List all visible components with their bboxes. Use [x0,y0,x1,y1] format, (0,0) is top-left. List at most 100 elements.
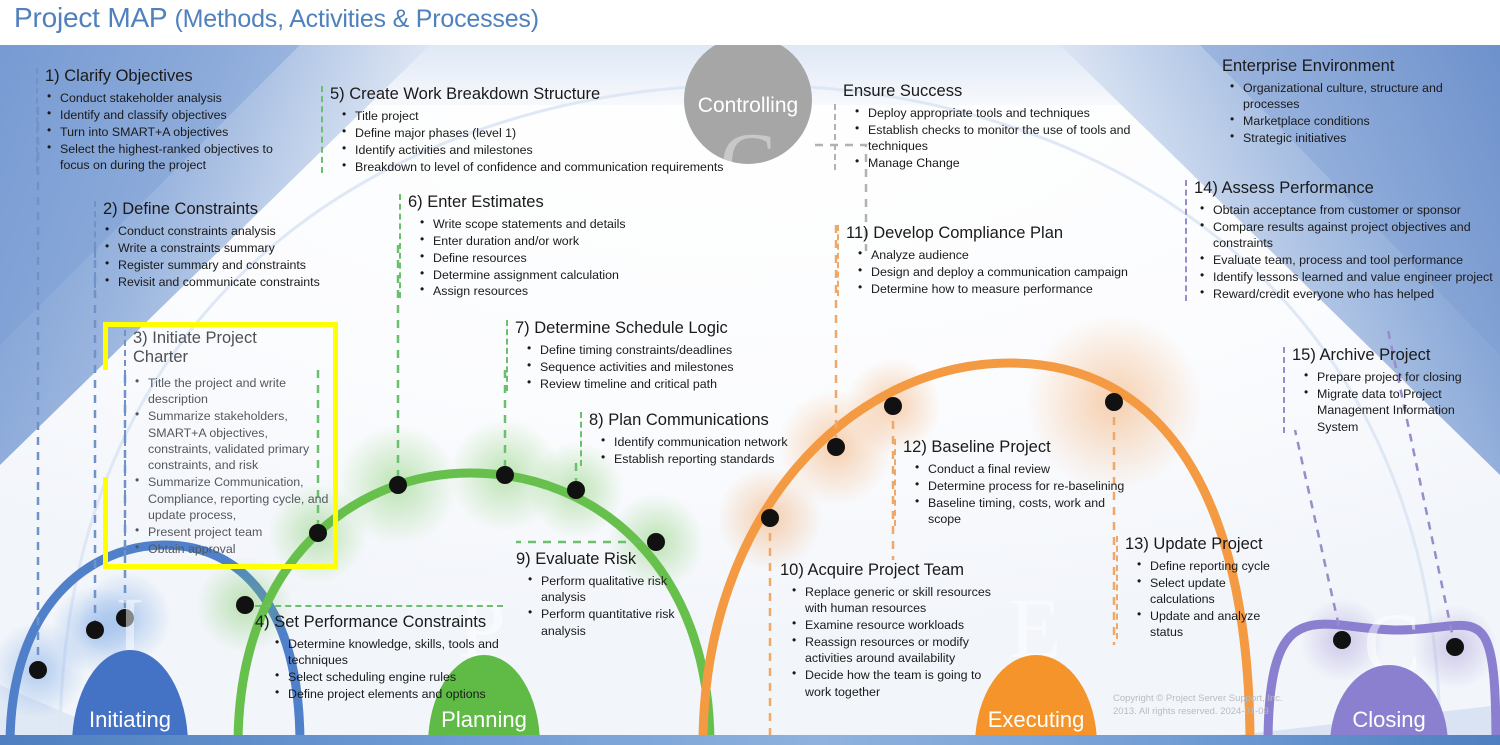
block-title: 9) Evaluate Risk [516,550,637,568]
list-item: Identify and classify objectives [45,106,305,123]
list-item: Select scheduling engine rules [273,668,505,685]
list-item: Determine how to measure performance [856,280,1146,297]
page-title-main: Project MAP [14,2,175,33]
list-item: Sequence activities and milestones [525,358,815,375]
block-items: Define timing constraints/deadlines Sequ… [525,341,815,392]
block-enterprise-environment[interactable]: Enterprise Environment Organizational cu… [1222,57,1472,147]
phase-executing[interactable]: Executing [975,655,1097,745]
block-clarify-objectives[interactable]: 1) Clarify Objectives Conduct stakeholde… [36,67,305,174]
block-create-work-breakdown-structure[interactable]: 5) Create Work Breakdown Structure Title… [321,85,740,175]
copyright-notice: Copyright © Project Server Support, Inc.… [1113,693,1283,717]
list-item: Revisit and communicate constraints [103,273,338,290]
block-items: Conduct stakeholder analysis Identify an… [45,89,305,173]
list-item: Define reporting cycle [1135,557,1285,574]
list-item: Migrate data to Project Management Infor… [1302,385,1492,435]
list-item: Reassign resources or modify activities … [790,633,995,667]
list-item: Design and deploy a communication campai… [856,263,1146,280]
block-items: Analyze audience Design and deploy a com… [856,246,1146,297]
block-update-project[interactable]: 13) Update Project Define reporting cycl… [1116,535,1285,641]
block-set-performance-constraints[interactable]: 4) Set Performance Constraints Determine… [255,605,505,703]
list-item: Examine resource workloads [790,616,995,633]
list-item: Define timing constraints/deadlines [525,341,815,358]
milestone-dot-10 [761,509,779,527]
list-item: Register summary and constraints [103,256,338,273]
list-item: Reward/credit everyone who has helped [1198,285,1494,302]
block-develop-compliance-plan[interactable]: 11) Develop Compliance Plan Analyze audi… [837,224,1146,298]
phase-planning-label: Planning [441,707,527,732]
block-title: 15) Archive Project [1292,346,1431,364]
block-determine-schedule-logic[interactable]: 7) Determine Schedule Logic Define timin… [506,319,815,393]
list-item: Evaluate team, process and tool performa… [1198,251,1494,268]
block-items: Determine knowledge, skills, tools and t… [273,635,505,703]
list-item: Title project [340,107,740,124]
edge-marker [124,330,126,556]
edge-marker [580,412,582,466]
list-item: Define project elements and options [273,685,505,702]
edge-marker [1283,347,1285,434]
list-item: Identify lessons learned and value engin… [1198,268,1494,285]
block-enter-estimates[interactable]: 6) Enter Estimates Write scope statement… [399,193,748,300]
edge-marker [837,225,839,296]
list-item: Determine assignment calculation [418,266,748,283]
footer-strip [0,735,1500,745]
block-items: Title project Define major phases (level… [340,107,740,175]
block-baseline-project[interactable]: 12) Baseline Project Conduct a final rev… [894,438,1128,528]
edge-marker [506,320,508,391]
arc-closing [1263,329,1500,745]
block-define-constraints[interactable]: 2) Define Constraints Conduct constraint… [94,200,338,290]
list-item: Write a constraints summary [103,239,338,256]
milestone-dot-1 [29,661,47,679]
list-item: Define major phases (level 1) [340,124,740,141]
list-item: Summarize stakeholders, SMART+A objectiv… [133,407,331,474]
block-items: Deploy appropriate tools and techniques … [853,104,1143,172]
block-title: 11) Develop Compliance Plan [846,224,1064,242]
block-assess-performance[interactable]: 14) Assess Performance Obtain acceptance… [1185,179,1494,303]
milestone-dot-6 [389,476,407,494]
list-item: Conduct stakeholder analysis [45,89,305,106]
list-item: Update and analyze status [1135,607,1285,641]
list-item: Baseline timing, costs, work and scope [913,494,1128,528]
list-item: Title the project and write description [133,374,331,408]
block-archive-project[interactable]: 15) Archive Project Prepare project for … [1283,346,1492,435]
list-item: Enter duration and/or work [418,232,748,249]
block-title: 12) Baseline Project [903,438,1051,456]
block-items: Prepare project for closing Migrate data… [1302,368,1492,435]
list-item: Strategic initiatives [1228,129,1472,146]
list-item: Determine knowledge, skills, tools and t… [273,635,505,669]
controlling-bubble[interactable]: C Controlling [684,36,812,205]
block-title: 6) Enter Estimates [408,193,544,211]
phase-executing-label: Executing [987,707,1085,732]
list-item: Summarize Communication, Compliance, rep… [133,473,331,523]
block-items: Organizational culture, structure and pr… [1228,79,1472,147]
list-item: Conduct constraints analysis [103,222,338,239]
edge-marker [255,605,503,607]
list-item: Conduct a final review [913,460,1128,477]
milestone-dot-13 [1105,393,1123,411]
milestone-dot-4 [236,596,254,614]
title-bar: Project MAP (Methods, Activities & Proce… [0,0,1500,45]
edge-marker [834,104,836,170]
block-plan-communications[interactable]: 8) Plan Communications Identify communic… [580,411,869,468]
milestone-dot-8 [567,481,585,499]
block-title: 4) Set Performance Constraints [255,613,487,631]
block-acquire-project-team[interactable]: 10) Acquire Project Team Replace generic… [780,561,995,701]
milestone-dot-7 [496,466,514,484]
block-title: Enterprise Environment [1222,57,1395,75]
block-ensure-success[interactable]: Ensure Success Deploy appropriate tools … [834,82,1143,172]
block-title: 5) Create Work Breakdown Structure [330,85,601,103]
list-item: Review timeline and critical path [525,375,815,392]
block-initiate-project-charter[interactable]: 3) Initiate Project Charter Title the pr… [124,329,331,558]
list-item: Analyze audience [856,246,1146,263]
block-items: Conduct constraints analysis Write a con… [103,222,338,290]
block-evaluate-risk[interactable]: 9) Evaluate Risk Perform qualitative ris… [516,550,691,639]
block-items: Perform qualitative risk analysis Perfor… [526,572,691,639]
list-item: Define resources [418,249,748,266]
edge-marker [894,439,896,526]
list-item: Breakdown to level of confidence and com… [340,158,740,175]
milestone-dot-12 [884,397,902,415]
phase-initiating-label: Initiating [89,707,171,732]
block-title: 10) Acquire Project Team [780,561,965,579]
block-items: Identify communication network Establish… [599,433,869,467]
milestone-dot-14 [1333,631,1351,649]
